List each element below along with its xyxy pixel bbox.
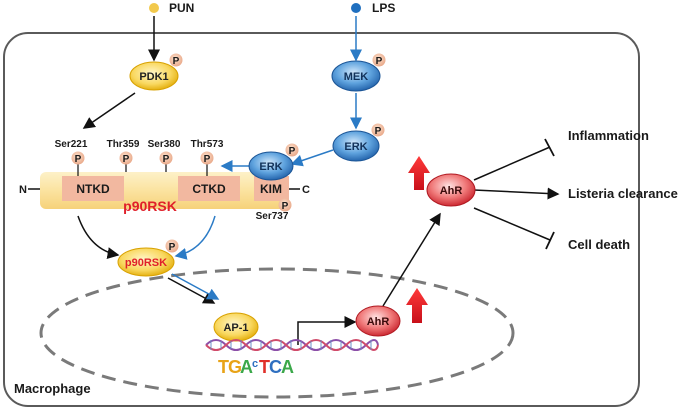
svg-text:G: G: [228, 357, 242, 377]
p90rsk-active-phospho: [165, 239, 179, 253]
site-thr573: Thr573: [191, 139, 224, 150]
svg-text:P: P: [169, 242, 176, 253]
pun-dot-icon: [149, 3, 159, 13]
svg-text:T: T: [218, 357, 229, 377]
n-terminus-label: N: [19, 184, 27, 196]
kim-label: KIM: [260, 182, 282, 196]
ctkd-to-p90rsk-arrow: [174, 215, 216, 260]
lps-input: LPS: [351, 1, 395, 15]
svg-text:A: A: [240, 357, 253, 377]
upregulation-arrow-nuclear-icon: [406, 288, 428, 323]
site-ser737: Ser737: [256, 211, 289, 222]
site-thr359: Thr359: [107, 139, 140, 150]
svg-text:P: P: [123, 154, 130, 165]
pun-input: PUN: [149, 1, 194, 15]
pun-label: PUN: [169, 1, 194, 15]
svg-text:A: A: [281, 357, 294, 377]
macrophage-cell-outline: [3, 32, 640, 407]
erk-node-top: ERK P: [332, 123, 385, 162]
erk-node-side: ERK P: [248, 143, 299, 181]
lps-label: LPS: [372, 1, 395, 15]
c-terminus-label: C: [302, 184, 310, 196]
phospho-ser221: [71, 151, 85, 165]
svg-text:P: P: [75, 154, 82, 165]
p90rsk-active-label: p90RSK: [125, 257, 167, 269]
phospho-badges-protein: P P P P P: [71, 151, 292, 212]
ahr-nuclear-label: AhR: [367, 316, 390, 328]
svg-text:P: P: [376, 56, 383, 67]
site-ser221: Ser221: [55, 139, 88, 150]
erk-side-phospho: [285, 143, 299, 157]
erk-side-label: ERK: [259, 161, 282, 173]
ahr-cytoplasmic-node: AhR: [426, 173, 476, 207]
phospho-ser380: [159, 151, 173, 165]
p90rsk-to-ap1-translocation: [167, 273, 220, 304]
ahr-export-arrow: [382, 212, 441, 307]
erk-to-erk-arrow: [290, 149, 334, 167]
lps-dot-icon: [351, 3, 361, 13]
ctkd-label: CTKD: [192, 182, 226, 196]
ahr-inhibits-inflammation: [473, 138, 555, 181]
pdk1-to-p90rsk-arrow: [82, 92, 136, 129]
ahr-to-listeria-arrow: [473, 187, 560, 200]
svg-text:P: P: [289, 146, 296, 157]
pdk1-phospho: [169, 53, 183, 67]
p90rsk-protein: N C NTKD CTKD KIM p90RSK Ser221 Thr359 S…: [19, 139, 310, 222]
phospho-thr359: [119, 151, 133, 165]
pdk1-node: PDK1 P: [129, 53, 183, 91]
ahr-inhibits-cell-death: [473, 207, 555, 250]
phospho-ser737: [278, 198, 292, 212]
ahr-cytoplasmic-label: AhR: [440, 185, 463, 197]
svg-text:P: P: [204, 154, 211, 165]
ctkd-domain: [178, 176, 240, 201]
outcome-listeria-clearance: Listeria clearance: [568, 186, 678, 201]
ap1-label: AP-1: [223, 322, 248, 334]
ntkd-to-p90rsk-arrow: [77, 215, 120, 260]
svg-text:P: P: [282, 201, 289, 212]
mek-node: MEK P: [331, 53, 386, 92]
ntkd-domain: [62, 176, 124, 201]
svg-text:P: P: [375, 126, 382, 137]
ahr-nuclear-node: AhR: [355, 305, 401, 337]
phospho-thr573: [200, 151, 214, 165]
svg-text:c: c: [252, 358, 258, 370]
mek-label: MEK: [344, 71, 369, 83]
outcome-inflammation: Inflammation: [568, 128, 649, 143]
site-ser380: Ser380: [148, 139, 181, 150]
mek-phospho: [372, 53, 386, 67]
svg-text:C: C: [269, 357, 282, 377]
svg-text:P: P: [163, 154, 170, 165]
pdk1-label: PDK1: [139, 71, 168, 83]
ap1-to-ahr-arrow: [297, 316, 357, 345]
p90rsk-active-node: p90RSK P: [117, 239, 179, 277]
dna-helix: [205, 339, 379, 351]
p90rsk-protein-name: p90RSK: [123, 198, 177, 214]
ntkd-label: NTKD: [76, 182, 110, 196]
ap1-node: AP-1: [213, 312, 259, 342]
macrophage-label: Macrophage: [14, 381, 91, 396]
ap1-motif-logo: T G A c T C A: [218, 357, 294, 377]
nucleus-outline: [39, 267, 515, 399]
outcome-cell-death: Cell death: [568, 237, 630, 252]
upregulation-arrow-cyto-icon: [408, 156, 430, 190]
svg-text:T: T: [259, 357, 270, 377]
erk-top-phospho: [371, 123, 385, 137]
erk-top-label: ERK: [344, 141, 367, 153]
svg-text:P: P: [173, 56, 180, 67]
